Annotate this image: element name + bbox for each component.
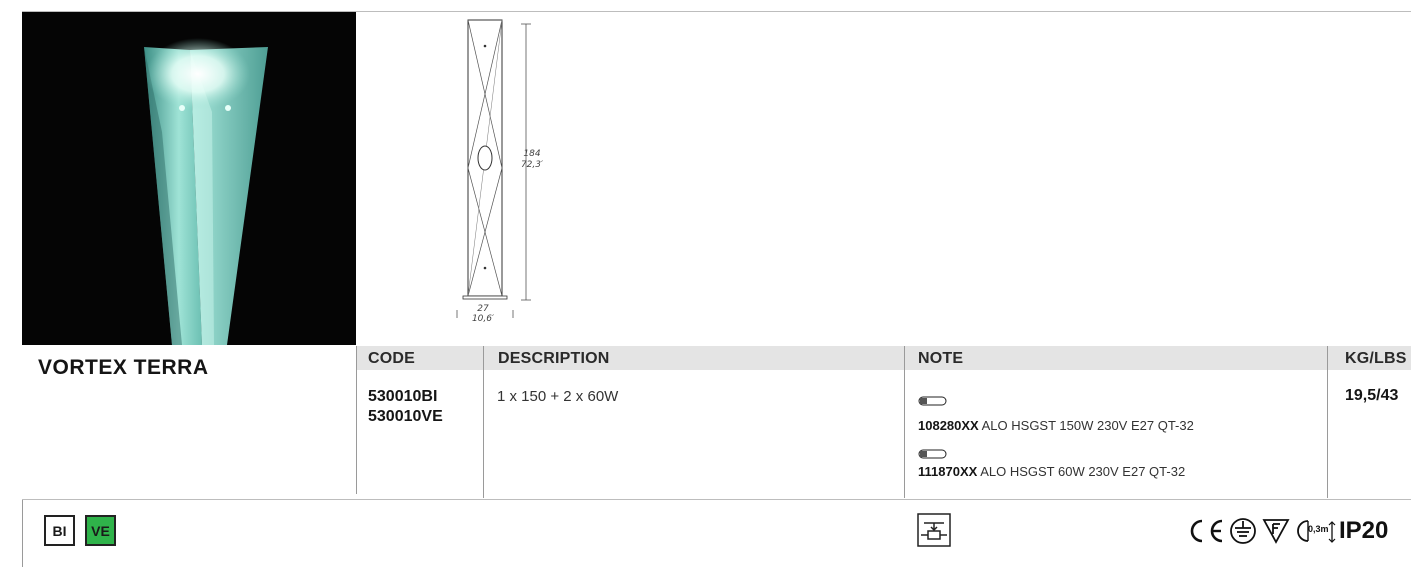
- header-note: NOTE: [918, 350, 964, 367]
- column-divider: [483, 346, 484, 498]
- distance-label: 0,3m: [1308, 524, 1329, 534]
- note-line: 111870XX ALO HSGST 60W 230V E27 QT-32: [918, 464, 1185, 479]
- note-code: 108280XX: [918, 418, 979, 433]
- finish-swatch-green: VE: [85, 515, 116, 546]
- ce-mark-icon: [1184, 517, 1228, 550]
- note-line: 108280XX ALO HSGST 150W 230V E27 QT-32: [918, 418, 1194, 433]
- width-in-label: 10,6′: [471, 314, 495, 324]
- header-weight: KG/LBS: [1345, 350, 1407, 367]
- column-divider: [356, 346, 357, 494]
- table-header-band: [357, 346, 1411, 370]
- note-code: 111870XX: [918, 464, 978, 479]
- f-mark-icon: [1262, 518, 1290, 549]
- dimmer-icon: [917, 513, 951, 552]
- product-photo: [22, 12, 356, 345]
- halogen-bulb-icon: [918, 393, 948, 411]
- height-in-label: 72,3′: [520, 160, 544, 170]
- bottom-divider: [22, 499, 1411, 500]
- halogen-bulb-icon: [918, 446, 948, 464]
- ip-rating: IP20: [1339, 517, 1389, 544]
- header-description: DESCRIPTION: [498, 350, 610, 367]
- finish-swatch-white: BI: [44, 515, 75, 546]
- header-code: CODE: [368, 350, 416, 367]
- note-text: ALO HSGST 150W 230V E27 QT-32: [981, 418, 1194, 433]
- arrow-icon: [1328, 521, 1336, 548]
- weight-value: 19,5/43: [1345, 387, 1399, 404]
- column-divider: [1327, 346, 1328, 498]
- distance-lamp-icon: [1294, 518, 1314, 549]
- column-divider: [904, 346, 905, 498]
- ground-symbol-icon: [1229, 517, 1257, 550]
- top-border: [22, 11, 1411, 12]
- width-cm-label: 27: [477, 304, 489, 314]
- height-cm-label: 184: [523, 149, 541, 159]
- product-code: 530010BI: [368, 388, 438, 405]
- product-title: VORTEX TERRA: [38, 356, 209, 379]
- product-code: 530010VE: [368, 408, 443, 425]
- technical-drawing: [455, 18, 565, 338]
- left-border: [22, 500, 23, 567]
- product-description: 1 x 150 + 2 x 60W: [497, 388, 619, 405]
- note-text: ALO HSGST 60W 230V E27 QT-32: [980, 464, 1186, 479]
